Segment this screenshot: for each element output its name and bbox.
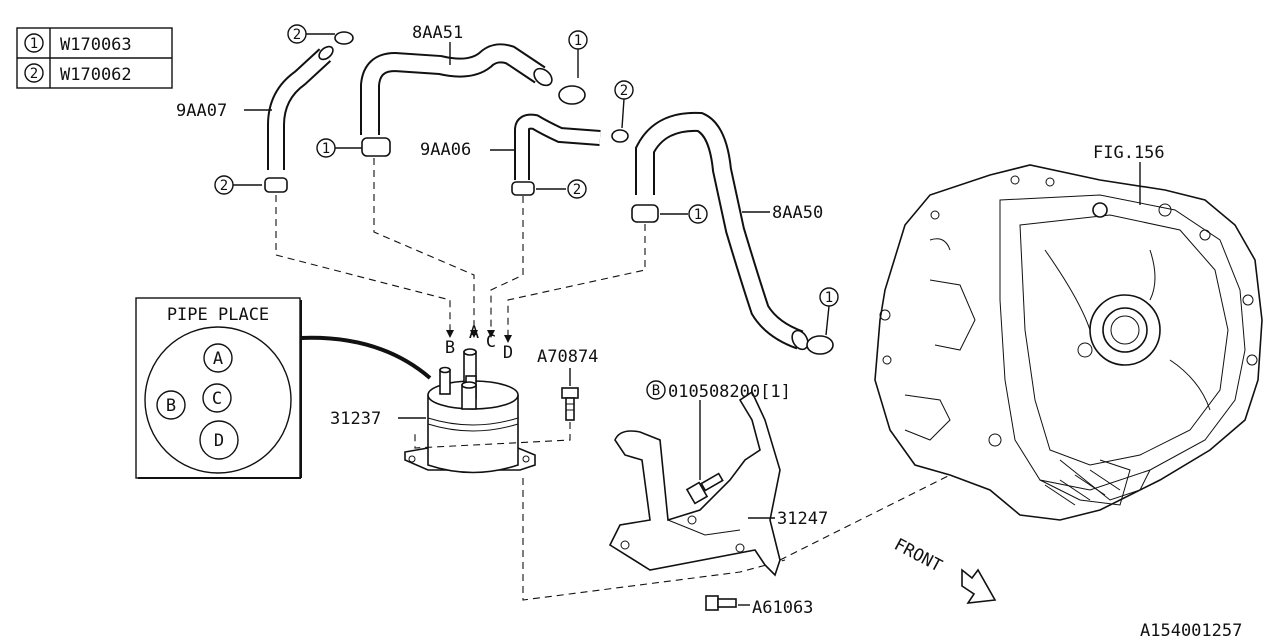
label-8aa51: 8AA51: [412, 23, 463, 43]
clamp-1-8aa50-bottom[interactable]: 1: [806, 287, 839, 355]
front-label: FRONT: [891, 535, 946, 577]
label-31237: 31237: [330, 409, 381, 429]
legend-marker-2: 2: [30, 66, 38, 82]
label-010508200: 010508200[1]: [668, 382, 791, 402]
clamp-2-9aa06-bottom[interactable]: 2: [511, 179, 587, 199]
label-9aa06: 9AA06: [420, 140, 471, 160]
diagram-id: A154001257: [1140, 621, 1242, 640]
bolt-a61063[interactable]: [705, 595, 737, 611]
svg-text:1: 1: [574, 33, 582, 49]
label-31247: 31247: [777, 509, 828, 529]
clamp-1-8aa51-top[interactable]: 1: [558, 30, 588, 105]
legend-table: 1 W170063 2 W170062: [16, 27, 173, 89]
svg-text:1: 1: [322, 141, 330, 157]
bracket-31247[interactable]: [608, 390, 781, 577]
hose-9aa06[interactable]: [514, 113, 601, 180]
clamp-2-bottom-9aa07[interactable]: 2: [214, 175, 288, 195]
bolt-a70874[interactable]: [561, 387, 579, 421]
label-fig-156: FIG.156: [1093, 143, 1165, 163]
label-8aa50: 8AA50: [772, 203, 823, 223]
hose-9aa07[interactable]: [267, 44, 335, 170]
clamp-1-8aa50-top[interactable]: 1: [631, 204, 708, 224]
svg-text:1: 1: [694, 207, 702, 223]
svg-text:2: 2: [620, 83, 628, 99]
port-b-label: B: [445, 338, 455, 358]
pipe-place-title: PIPE PLACE: [167, 305, 269, 325]
pipe-place-d: D: [214, 431, 224, 451]
bolt-b-010508200[interactable]: [685, 472, 724, 505]
legend-code-w170062: W170062: [60, 65, 132, 85]
clamp-2-top-9aa07[interactable]: 2: [287, 24, 354, 45]
pipe-place-c: C: [212, 389, 222, 409]
clamp-2-9aa06-top[interactable]: 2: [611, 80, 634, 143]
label-9aa07: 9AA07: [176, 101, 227, 121]
label-a61063: A61063: [752, 598, 813, 618]
legend-marker-1: 1: [30, 36, 38, 52]
hose-8aa50[interactable]: [635, 111, 811, 352]
label-a70874: A70874: [537, 347, 598, 367]
front-indicator: FRONT: [891, 535, 997, 604]
pipe-place-b: B: [166, 396, 176, 416]
svg-text:1: 1: [825, 290, 833, 306]
port-c-label: C: [486, 332, 496, 352]
pipe-place-a: A: [213, 349, 223, 369]
marker-b: B: [652, 383, 660, 399]
pipe-place-box: PIPE PLACE A B C D: [135, 297, 302, 479]
hose-8aa51[interactable]: [360, 43, 555, 135]
legend-code-w170063: W170063: [60, 35, 132, 55]
transmission-housing[interactable]: [874, 164, 1263, 521]
clamp-1-8aa51-bottom[interactable]: 1: [316, 137, 391, 158]
svg-text:2: 2: [293, 27, 301, 43]
oil-cooler-31237[interactable]: [404, 348, 536, 474]
svg-text:2: 2: [220, 178, 228, 194]
port-a-label: A: [469, 323, 479, 343]
port-d-label: D: [503, 343, 513, 363]
svg-text:2: 2: [573, 182, 581, 198]
